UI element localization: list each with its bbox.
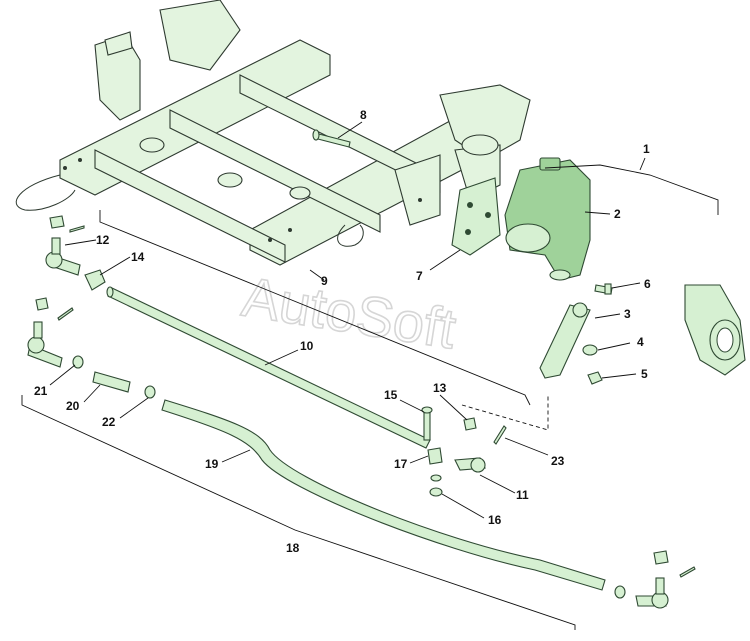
callout-6: 6 xyxy=(644,277,651,291)
ball-joint-right xyxy=(635,550,669,609)
drag-link-tube xyxy=(106,286,431,449)
cotter-pin-lower xyxy=(57,307,74,321)
callout-3: 3 xyxy=(624,307,631,321)
steering-gear xyxy=(504,157,591,281)
nut-right xyxy=(614,585,626,599)
washer-16a xyxy=(430,474,442,482)
gear-mounting-plate xyxy=(451,177,501,256)
bracket-assembly-9 xyxy=(99,210,531,406)
callout-23: 23 xyxy=(551,454,565,468)
callout-10: 10 xyxy=(300,339,314,353)
callout-7: 7 xyxy=(416,269,423,283)
washer-4 xyxy=(582,344,598,356)
nut-5 xyxy=(587,371,603,385)
bracket-assembly-23 xyxy=(461,395,549,431)
callout-16: 16 xyxy=(488,513,502,527)
bolt-6 xyxy=(594,283,613,295)
leader-lines xyxy=(49,121,646,519)
washer-16b xyxy=(429,487,443,497)
callout-8: 8 xyxy=(360,108,367,122)
ball-joint-12 xyxy=(45,215,81,276)
callout-12: 12 xyxy=(96,233,110,247)
callout-5: 5 xyxy=(641,367,648,381)
callout-2: 2 xyxy=(614,207,621,221)
callout-4: 4 xyxy=(637,335,644,349)
vehicle-frame xyxy=(15,0,531,266)
callout-19: 19 xyxy=(205,457,219,471)
callout-20: 20 xyxy=(66,399,80,413)
nut-22 xyxy=(144,385,156,399)
callout-22: 22 xyxy=(102,415,116,429)
tie-rod-tube xyxy=(161,399,606,591)
ball-joint-11 xyxy=(454,417,486,473)
callout-21: 21 xyxy=(34,384,48,398)
bolt-15 xyxy=(421,406,433,441)
cotter-pin-23 xyxy=(493,425,507,445)
clamp-17 xyxy=(427,447,443,465)
callout-11: 11 xyxy=(516,488,529,502)
bolt-8 xyxy=(312,129,351,148)
drag-link-clamp-14 xyxy=(84,269,106,291)
bracket-assembly-1 xyxy=(544,164,719,215)
callout-17: 17 xyxy=(394,457,408,471)
steering-knuckle xyxy=(684,284,746,376)
cotter-pin-upper xyxy=(69,225,85,233)
ball-joint-21 xyxy=(27,297,63,368)
nut-21 xyxy=(72,355,84,369)
bracket-assembly-18 xyxy=(21,395,576,630)
cotter-pin-right xyxy=(679,566,696,578)
callout-15: 15 xyxy=(384,388,398,402)
callout-1: 1 xyxy=(643,142,650,156)
pitman-arm xyxy=(539,302,591,379)
adjusting-sleeve-20 xyxy=(92,371,131,393)
watermark-text: AutoSoft xyxy=(238,265,460,361)
callout-18: 18 xyxy=(286,541,300,555)
callout-14: 14 xyxy=(131,250,145,264)
callout-9: 9 xyxy=(321,274,328,288)
callout-13: 13 xyxy=(433,381,447,395)
